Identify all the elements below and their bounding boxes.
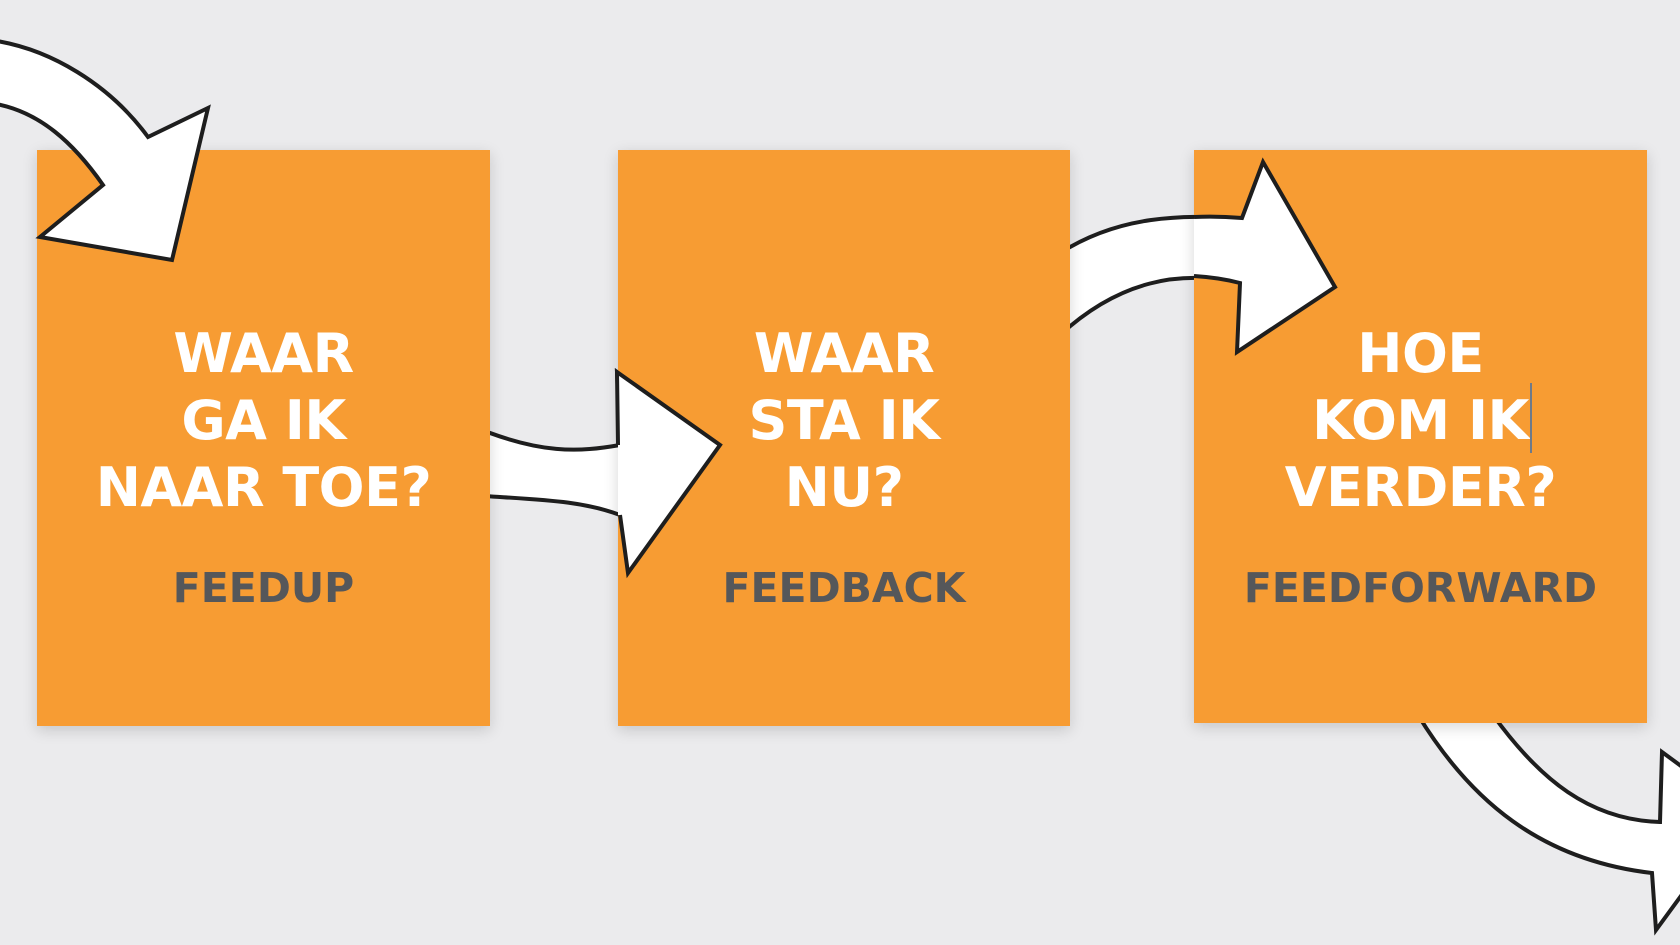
step-question[interactable]: HOE KOM IK VERDER?	[1194, 320, 1647, 521]
question-line: WAAR	[753, 322, 935, 385]
question-line: VERDER?	[1284, 456, 1557, 519]
question-line: STA IK	[748, 389, 940, 452]
question-line: KOM IK	[1312, 389, 1529, 452]
step-box-feedback: WAAR STA IK NU? FEEDBACK	[618, 150, 1070, 726]
question-line: NAAR TOE?	[95, 456, 432, 519]
step-box-feedforward[interactable]: HOE KOM IK VERDER? FEEDFORWARD	[1194, 150, 1647, 723]
question-line: GA IK	[181, 389, 346, 452]
step-question: WAAR STA IK NU?	[618, 320, 1070, 521]
step-label: FEEDUP	[172, 564, 355, 612]
step-label: FEEDFORWARD	[1243, 564, 1598, 612]
step-label: FEEDBACK	[722, 564, 966, 612]
text-cursor	[1530, 383, 1532, 453]
question-line: NU?	[784, 456, 904, 519]
question-line: WAAR	[173, 322, 354, 385]
question-line: HOE	[1357, 322, 1484, 385]
arrow-feedforward-out-icon	[1414, 713, 1680, 936]
step-box-feedup: WAAR GA IK NAAR TOE? FEEDUP	[37, 150, 490, 726]
step-question: WAAR GA IK NAAR TOE?	[37, 320, 490, 521]
